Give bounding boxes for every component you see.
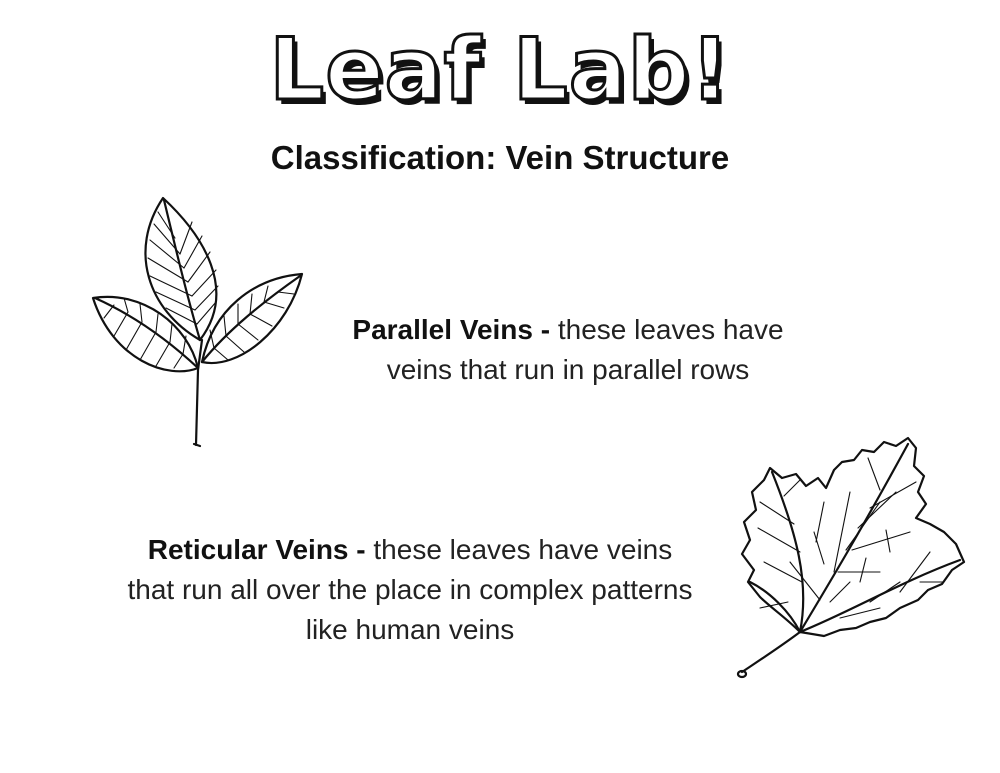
three-leaf-sprig-icon xyxy=(91,196,304,448)
page-subtitle: Classification: Vein Structure xyxy=(270,139,730,176)
page-title: Leaf Lab! xyxy=(268,19,731,122)
reticular-line-2: that run all over the place in complex p… xyxy=(127,574,693,605)
parallel-veins-term: Parallel Veins - xyxy=(352,314,551,345)
parallel-desc-part-1: these leaves have xyxy=(557,314,784,345)
maple-leaf-icon xyxy=(736,436,966,679)
reticular-line-3: like human veins xyxy=(305,614,515,645)
reticular-line-1: Reticular Veins - these leaves have vein… xyxy=(70,530,750,570)
parallel-line-1: Parallel Veins - these leaves have xyxy=(318,310,818,350)
reticular-desc-part-1: these leaves have veins xyxy=(373,534,673,565)
parallel-veins-description: Parallel Veins - these leaves have veins… xyxy=(318,310,818,390)
parallel-line-2: veins that run in parallel rows xyxy=(386,354,750,385)
reticular-veins-term: Reticular Veins - xyxy=(147,534,366,565)
reticular-veins-description: Reticular Veins - these leaves have vein… xyxy=(70,530,750,650)
